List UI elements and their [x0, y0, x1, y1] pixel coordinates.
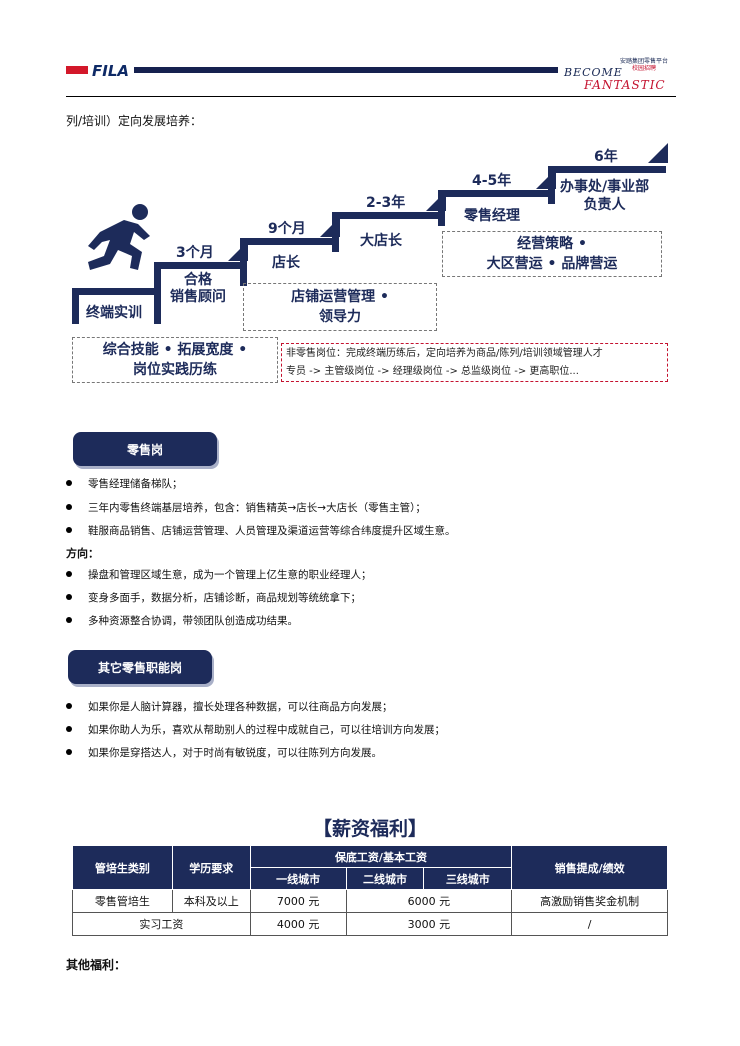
store-mgmt-text: 店铺运营管理 • 领导力 — [291, 289, 389, 325]
bullet-icon — [66, 504, 72, 510]
col-category: 管培生类别 — [72, 845, 173, 890]
step-5-role: 零售经理 — [464, 208, 520, 224]
cell-education: 本科及以上 — [171, 889, 251, 913]
salary-title: 【薪资福利】 — [312, 818, 427, 840]
list-item: 多种资源整合协调，带领团队创造成功结果。 — [66, 613, 298, 628]
strategy-text: 经营策略 • 大区营运 • 品牌营运 — [486, 236, 618, 272]
retail-tag: 零售岗 — [73, 432, 217, 466]
slogan-small-1: 安踏集团零售平台 — [620, 58, 669, 65]
table-row: 零售管培生 本科及以上 7000 元 6000 元 高激励销售奖金机制 — [72, 889, 668, 913]
step-3-role: 店长 — [272, 255, 300, 271]
list-item: 鞋服商品销售、店铺运营管理、人员管理及渠道运营等综合纬度提升区域生意。 — [66, 523, 456, 538]
header-bar — [134, 67, 558, 73]
skills-box — [72, 337, 278, 383]
list-item: 如果你是人脑计算器，擅长处理各种数据，可以往商品方向发展； — [66, 699, 393, 714]
cell-category: 零售管培生 — [72, 889, 173, 913]
col-education: 学历要求 — [171, 845, 251, 890]
cell-bonus: 高激励销售奖金机制 — [511, 889, 668, 913]
runner-icon — [88, 204, 150, 270]
non-retail-line-1: 非零售岗位：完成终端历练后，定向培养为商品/陈列/培训领域管理人才 — [286, 348, 603, 359]
fila-logo: FILA — [92, 62, 129, 80]
col-tier3: 三线城市 — [423, 867, 513, 890]
step-2-time: 3个月 — [176, 245, 214, 261]
strategy-box — [442, 231, 662, 277]
step-4-role: 大店长 — [360, 233, 402, 249]
header-divider — [66, 96, 676, 97]
step-3-time: 9个月 — [268, 221, 306, 237]
col-bonus: 销售提成/绩效 — [511, 845, 668, 890]
non-retail-line-2: 专员 -> 主管级岗位 -> 经理级岗位 -> 总监级岗位 -> 更高职位... — [286, 366, 579, 377]
list-item: 操盘和管理区域生意，成为一个管理上亿生意的职业经理人； — [66, 567, 372, 582]
salary-table: 管培生类别 学历要求 保底工资/基本工资 销售提成/绩效 一线城市 二线城市 三… — [72, 845, 668, 936]
bullet-icon — [66, 594, 72, 600]
bullet-icon — [66, 703, 72, 709]
step-6-role: 办事处/事业部 负责人 — [560, 179, 650, 213]
col-tier1: 一线城市 — [249, 867, 347, 890]
list-item: 三年内零售终端基层培养，包含：销售精英→店长→大店长（零售主管）； — [66, 500, 426, 515]
bullet-icon — [66, 726, 72, 732]
list-item: 零售经理储备梯队； — [66, 476, 183, 491]
bullet-icon — [66, 617, 72, 623]
step-2-role: 合格 销售顾问 — [170, 272, 226, 305]
other-benefits-heading: 其他福利： — [66, 958, 127, 972]
step-6-time: 6年 — [594, 149, 618, 165]
non-retail-box — [281, 343, 668, 382]
step-1 — [72, 288, 154, 324]
bullet-icon — [66, 527, 72, 533]
list-item: 变身多面手，数据分析，店铺诊断，商品规划等统统拿下； — [66, 590, 361, 605]
list-item: 如果你是穿搭达人，对于时尚有敏锐度，可以往陈列方向发展。 — [66, 745, 382, 760]
other-retail-tag: 其它零售职能岗 — [68, 650, 212, 684]
table-row: 实习工资 4000 元 3000 元 / — [72, 912, 668, 936]
slogan-fantastic: FANTASTIC — [584, 78, 666, 92]
slogan-small-2: 校园招聘 — [632, 65, 657, 72]
col-tier2: 二线城市 — [345, 867, 425, 890]
cell-tier1: 7000 元 — [249, 889, 347, 913]
step-4-time: 2-3年 — [366, 195, 406, 211]
store-mgmt-box — [243, 283, 437, 331]
step-6 — [548, 143, 668, 204]
cell-bonus: / — [511, 912, 668, 936]
bullet-icon — [66, 571, 72, 577]
cell-tier1: 4000 元 — [249, 912, 347, 936]
bullet-icon — [66, 480, 72, 486]
slogan-become: BECOME — [564, 66, 623, 79]
cell-tier23: 6000 元 — [345, 889, 513, 913]
bullet-icon — [66, 749, 72, 755]
col-base-salary: 保底工资/基本工资 — [249, 845, 513, 868]
step-1-role: 终端实训 — [86, 305, 142, 321]
skills-text: 综合技能 • 拓展宽度 • 岗位实践历练 — [102, 342, 248, 378]
list-item: 如果你助人为乐，喜欢从帮助别人的过程中成就自己，可以往培训方向发展； — [66, 722, 445, 737]
cell-tier23: 3000 元 — [345, 912, 513, 936]
brand-red-mark — [66, 66, 88, 74]
direction-heading: 方向： — [66, 547, 99, 560]
become-fantastic-logo: BECOME FANTASTIC 安踏集团零售平台 校园招聘 — [562, 58, 682, 94]
step-5-time: 4-5年 — [472, 173, 512, 189]
intro-text: 列/培训）定向发展培养： — [66, 114, 203, 128]
cell-category: 实习工资 — [72, 912, 251, 936]
